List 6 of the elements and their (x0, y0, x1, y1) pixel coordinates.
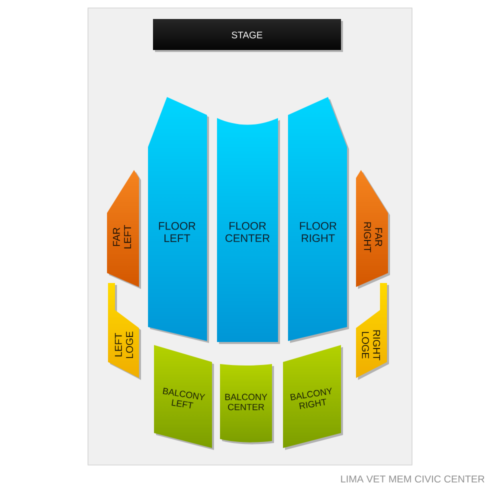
seating-section: FLOOR LEFT (148, 97, 209, 343)
stage-block: STAGE (153, 19, 343, 52)
caption: LIMA VET MEM CIVIC CENTER (341, 475, 484, 483)
seating-section: FLOOR RIGHT (288, 97, 349, 343)
seating-section: FLOOR CENTER (217, 118, 280, 344)
seating-section: BALCONY CENTER (220, 364, 274, 444)
